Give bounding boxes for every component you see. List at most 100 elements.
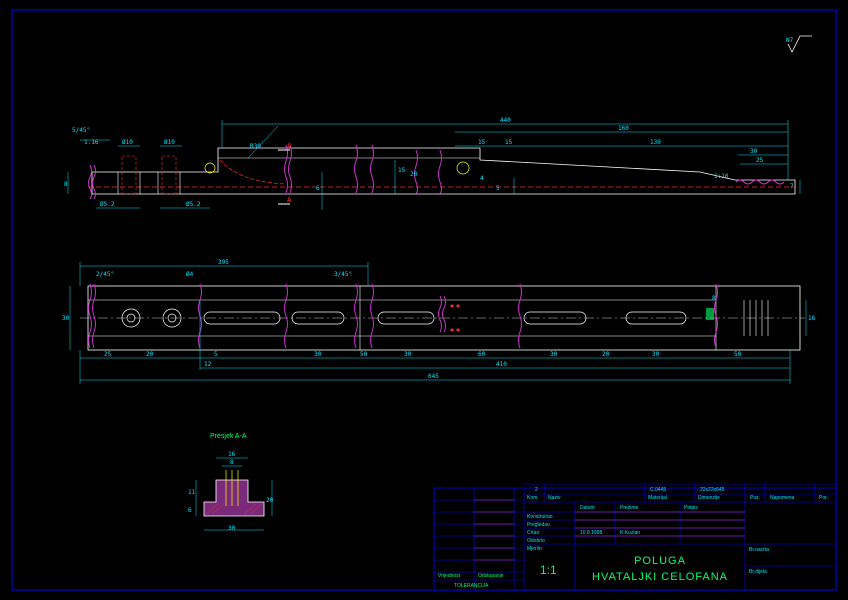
section-dim-h20: 20 <box>266 497 274 504</box>
section-dim-h6: 6 <box>188 507 192 514</box>
front-hole-2 <box>162 308 182 328</box>
dim-30b: 30 <box>404 351 412 358</box>
dim-radius: R30 <box>250 143 261 150</box>
front-hole-1 <box>121 308 141 328</box>
dim-30: 30 <box>750 148 758 155</box>
dim-30a: 30 <box>314 351 322 358</box>
section-marks <box>278 149 290 205</box>
dim-h6: 6 <box>316 185 320 192</box>
dim-dia10b: Ø10 <box>164 139 175 146</box>
hole-marker <box>204 162 216 174</box>
dim-dia4: Ø4 <box>186 271 194 278</box>
tb-br-dijela: Br.dijela <box>749 569 767 575</box>
dim-25: 25 <box>104 351 112 358</box>
hole-marker <box>456 161 470 175</box>
section-dim-h11: 11 <box>188 489 196 496</box>
front-dimension-lines <box>69 262 807 384</box>
section-dim-w30: 30 <box>228 525 236 532</box>
dim-60: 60 <box>478 351 486 358</box>
tb-tolerancija: TOLERANCIJA <box>454 583 489 589</box>
tb-odstupanje: Odstupanje <box>478 573 504 579</box>
section-hole-lines <box>225 470 239 506</box>
top-view: 440 160 130 30 25 15 15 5/45° 1.16 Ø10 Ø… <box>64 117 801 210</box>
dim-ch2: 2/45° <box>96 271 114 278</box>
section-dim-w8: 8 <box>230 459 234 466</box>
tb-crtao-prezime: K.Kuzlan <box>620 530 640 536</box>
section-profile <box>203 479 265 517</box>
dim-h8: 8 <box>64 181 68 188</box>
tb-scale: 1:1 <box>540 563 557 577</box>
surface-finish-mark: N7 <box>786 35 812 53</box>
dim-50b: 50 <box>734 351 742 358</box>
dim-15b: 15 <box>505 139 513 146</box>
tb-vrijednost: Vrijednost <box>438 573 461 579</box>
front-hole-dots <box>450 304 460 332</box>
section-dim-w16: 16 <box>228 451 236 458</box>
dim-116: 1.16 <box>84 139 99 146</box>
section-label-a-bottom: A <box>287 197 292 204</box>
tb-col-napomena: Napomena <box>770 495 795 501</box>
dim-h30: 30 <box>62 315 70 322</box>
dim-h7: 7 <box>790 183 794 190</box>
dim-410: 410 <box>496 361 507 368</box>
tb-row-konstruirao: Konstruirao <box>527 514 553 520</box>
dim-20a: 20 <box>146 351 154 358</box>
dim-20b: 20 <box>602 351 610 358</box>
front-break-lines <box>88 283 718 349</box>
dim-160: 160 <box>618 125 629 132</box>
front-view: 395 2/45° 3/45° Ø4 25 20 5 12 30 50 30 6… <box>62 259 816 384</box>
break-lines <box>88 144 785 200</box>
section-title: Presjek A-A <box>210 433 247 440</box>
tb-crtao-datum: 10.8.1998. <box>580 530 604 536</box>
dim-dia52b: Ø5.2 <box>186 201 201 208</box>
dim-h16: 16 <box>808 315 816 322</box>
dim-taper: 1:10 <box>714 173 729 180</box>
tb-ref: C.0445 <box>650 487 666 493</box>
tb-col-naziv: Naziv <box>548 495 561 501</box>
dim-30d: 30 <box>652 351 660 358</box>
tb-col-poz: Poz. <box>750 495 760 501</box>
tb-col-potpis: Potpis <box>684 505 698 511</box>
tb-row-pregledao: Pregledao <box>527 522 550 528</box>
front-slots <box>203 311 687 325</box>
section-view: Presjek A-A 16 8 30 11 6 20 <box>188 433 274 532</box>
tb-col-datum: Datum <box>580 505 595 511</box>
tb-br-nacrta: Br.nacrta <box>749 547 769 553</box>
top-view-outline <box>91 147 796 195</box>
top-view-dimension-lines <box>67 120 801 210</box>
tb-col-dimenzije: Dimenzije <box>698 495 720 501</box>
tb-dims-ref: 22x22x645 <box>700 487 725 493</box>
surface-mark-label: N7 <box>786 37 794 44</box>
sheet-frame <box>11 9 837 591</box>
dim-50a: 50 <box>360 351 368 358</box>
tb-title-line2: HVATALJKI CELOFANA <box>592 571 728 583</box>
dim-30c: 30 <box>550 351 558 358</box>
tb-row-odobrio: Odobrio <box>527 538 545 544</box>
tb-col-prezime: Prezime <box>620 505 639 511</box>
dim-h15: 15 <box>398 167 406 174</box>
dim-645: 645 <box>428 373 439 380</box>
tb-col-kom: Kom. <box>527 495 539 501</box>
dim-chamfer: 5/45° <box>72 127 90 134</box>
tb-col-por: Por. <box>819 495 828 501</box>
dim-dia52a: Ø5.2 <box>100 201 115 208</box>
tb-row-mjerilo: Mjerilo <box>527 546 542 552</box>
dim-395: 395 <box>218 259 229 266</box>
dim-5: 5 <box>214 351 218 358</box>
section-label-a-top: A <box>287 143 292 150</box>
dim-dia10a: Ø10 <box>122 139 133 146</box>
tb-col-materijal: Materijal <box>648 495 667 501</box>
dim-h5: 5 <box>496 185 500 192</box>
tb-title-line1: POLUGA <box>634 555 686 567</box>
dim-15a: 15 <box>478 139 486 146</box>
front-grooves <box>359 286 769 350</box>
dim-25: 25 <box>756 157 764 164</box>
dim-h4: 4 <box>480 175 484 182</box>
dim-ch3: 3/45° <box>334 271 352 278</box>
tb-row-crtao: Crtao <box>527 530 539 536</box>
dim-12: 12 <box>204 361 212 368</box>
dim-440: 440 <box>500 117 511 124</box>
dim-h8: 8 <box>712 295 716 302</box>
tb-qty: 2 <box>535 487 538 493</box>
